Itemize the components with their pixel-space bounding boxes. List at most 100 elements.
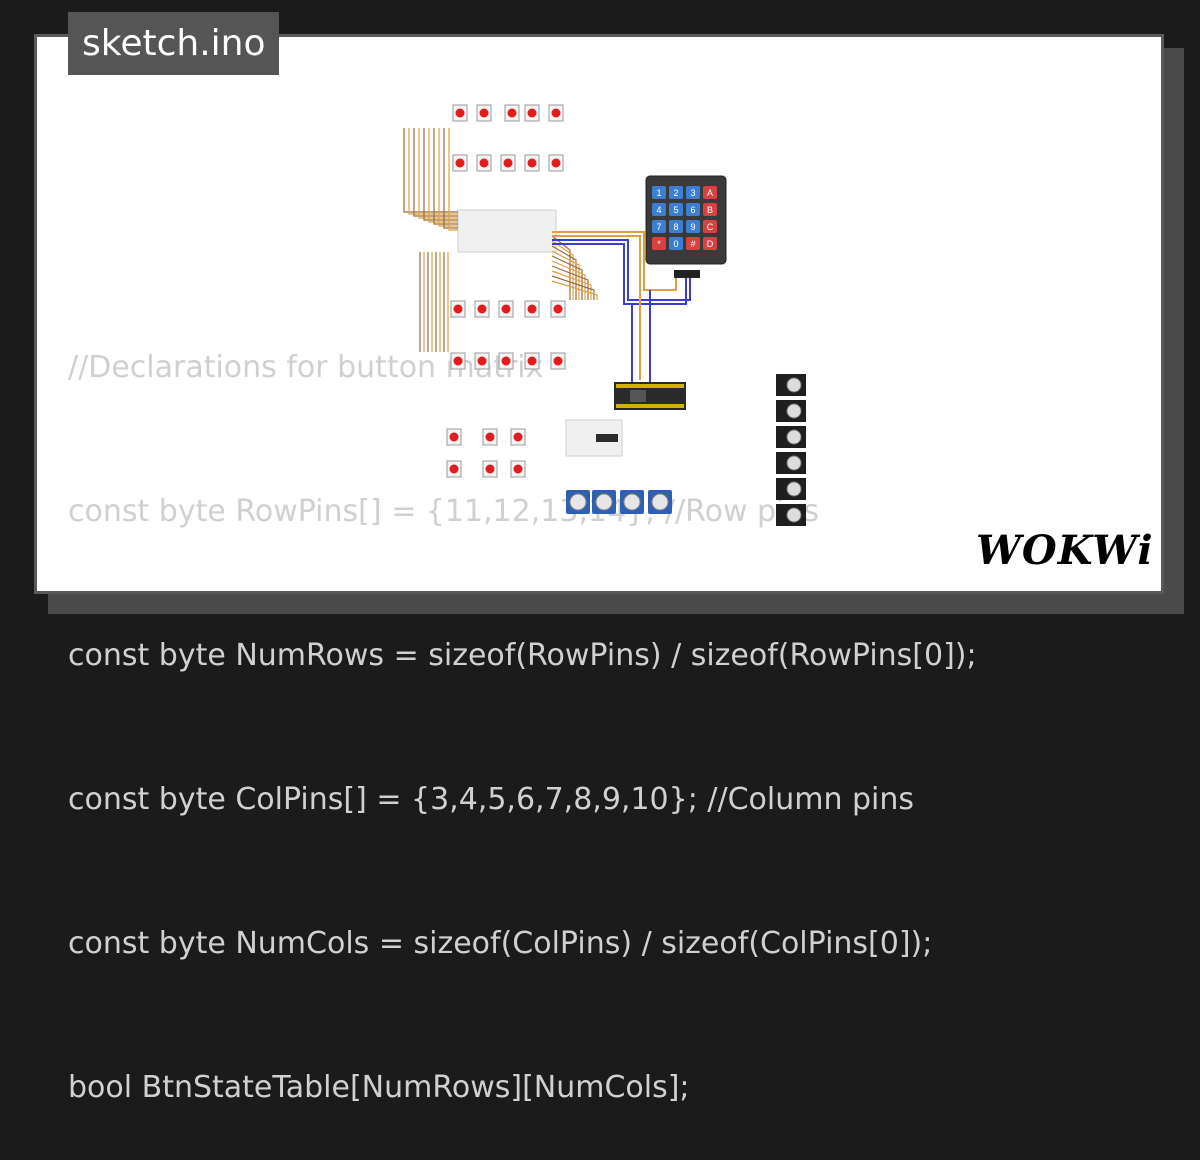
push-button <box>485 432 495 442</box>
keypad-key-label: C <box>707 222 714 232</box>
keypad-key-label: 1 <box>656 188 661 198</box>
keypad-key <box>703 220 717 233</box>
rotary-encoder-knob <box>786 403 802 419</box>
keypad-key <box>669 237 683 250</box>
keypad-key <box>652 237 666 250</box>
file-title: sketch.ino <box>68 12 280 75</box>
wire <box>443 128 458 229</box>
keypad-key <box>703 203 717 216</box>
push-button <box>553 304 563 314</box>
wokwi-logo: WOKWi <box>976 527 1154 574</box>
wire <box>403 128 458 213</box>
wire <box>551 275 595 300</box>
keypad-key-label: 2 <box>673 188 678 198</box>
keypad-key <box>686 237 700 250</box>
push-button <box>479 108 489 118</box>
push-button <box>527 304 537 314</box>
push-button <box>507 108 517 118</box>
potentiometer-knob <box>623 493 641 511</box>
keypad-key-label: 7 <box>656 222 661 232</box>
wire <box>551 265 589 300</box>
blue-wire <box>552 239 691 301</box>
keypad-key-label: 5 <box>673 205 678 215</box>
circuit-diagram: 1 2 3 A 4 5 6 B 7 8 9 C * 0 # D <box>403 104 806 526</box>
push-button <box>527 356 537 366</box>
code-line: bool BtnStateTable[NumRows][NumCols]; <box>68 1070 690 1105</box>
push-button <box>513 464 523 474</box>
keypad-key-label: 3 <box>690 188 695 198</box>
code-line: const byte NumCols = sizeof(ColPins) / s… <box>68 926 933 961</box>
microcontroller-board <box>614 382 686 410</box>
push-button <box>449 432 459 442</box>
wire <box>551 270 592 300</box>
keypad-key-label: * <box>657 239 661 249</box>
potentiometer-knob <box>651 493 669 511</box>
orange-wire <box>552 235 641 380</box>
push-button <box>527 108 537 118</box>
push-button <box>453 304 463 314</box>
wire <box>551 245 577 300</box>
push-button <box>479 158 489 168</box>
push-button <box>551 108 561 118</box>
code-line: const byte NumRows = sizeof(RowPins) / s… <box>68 638 977 673</box>
push-button <box>513 432 523 442</box>
wire <box>551 250 580 300</box>
wire <box>413 128 458 217</box>
keypad-key-label: 4 <box>656 205 661 215</box>
push-button <box>453 356 463 366</box>
wire <box>418 128 458 219</box>
small-chip <box>596 434 618 442</box>
wire <box>448 128 458 231</box>
wire <box>438 128 458 227</box>
potentiometer-knob <box>595 493 613 511</box>
orange-wire <box>552 231 677 291</box>
keypad-key-label: 8 <box>673 222 678 232</box>
push-button <box>527 158 537 168</box>
blue-wire <box>552 243 687 305</box>
keypad-key-label: 9 <box>690 222 695 232</box>
keypad-key-label: 6 <box>690 205 695 215</box>
push-button <box>501 304 511 314</box>
keypad-key <box>652 203 666 216</box>
keypad-key-label: A <box>707 188 713 198</box>
wire <box>551 280 598 300</box>
rotary-encoder-knob <box>786 377 802 393</box>
keypad-key <box>686 203 700 216</box>
push-button <box>551 158 561 168</box>
wire <box>551 240 574 300</box>
code-line: const byte ColPins[] = {3,4,5,6,7,8,9,10… <box>68 782 915 817</box>
keypad-key <box>703 237 717 250</box>
wire <box>408 128 458 215</box>
push-button <box>477 356 487 366</box>
push-button <box>503 158 513 168</box>
keypad-key <box>686 220 700 233</box>
keypad-key <box>669 186 683 199</box>
breadboard-top <box>457 209 557 253</box>
rotary-encoder-knob <box>786 455 802 471</box>
keypad-key <box>669 203 683 216</box>
keypad-4x4: 1 2 3 A 4 5 6 B 7 8 9 C * 0 # D <box>645 175 727 278</box>
wire <box>428 128 458 223</box>
keypad-key-label: 0 <box>673 239 678 249</box>
push-button <box>455 158 465 168</box>
push-button <box>455 108 465 118</box>
keypad-key-label: B <box>707 205 713 215</box>
rotary-encoder-knob <box>786 429 802 445</box>
wire <box>433 128 458 225</box>
keypad-key <box>669 220 683 233</box>
keypad-key <box>652 220 666 233</box>
push-button <box>553 356 563 366</box>
push-button <box>485 464 495 474</box>
keypad-key <box>686 186 700 199</box>
rotary-encoder-knob <box>786 481 802 497</box>
push-button <box>501 356 511 366</box>
keypad-key-label: # <box>690 239 695 249</box>
potentiometer-knob <box>569 493 587 511</box>
rotary-encoder-knob <box>786 507 802 523</box>
push-button <box>477 304 487 314</box>
push-button <box>449 464 459 474</box>
keypad-key <box>652 186 666 199</box>
keypad-key <box>703 186 717 199</box>
keypad-key-label: D <box>707 239 714 249</box>
wire <box>423 128 458 221</box>
